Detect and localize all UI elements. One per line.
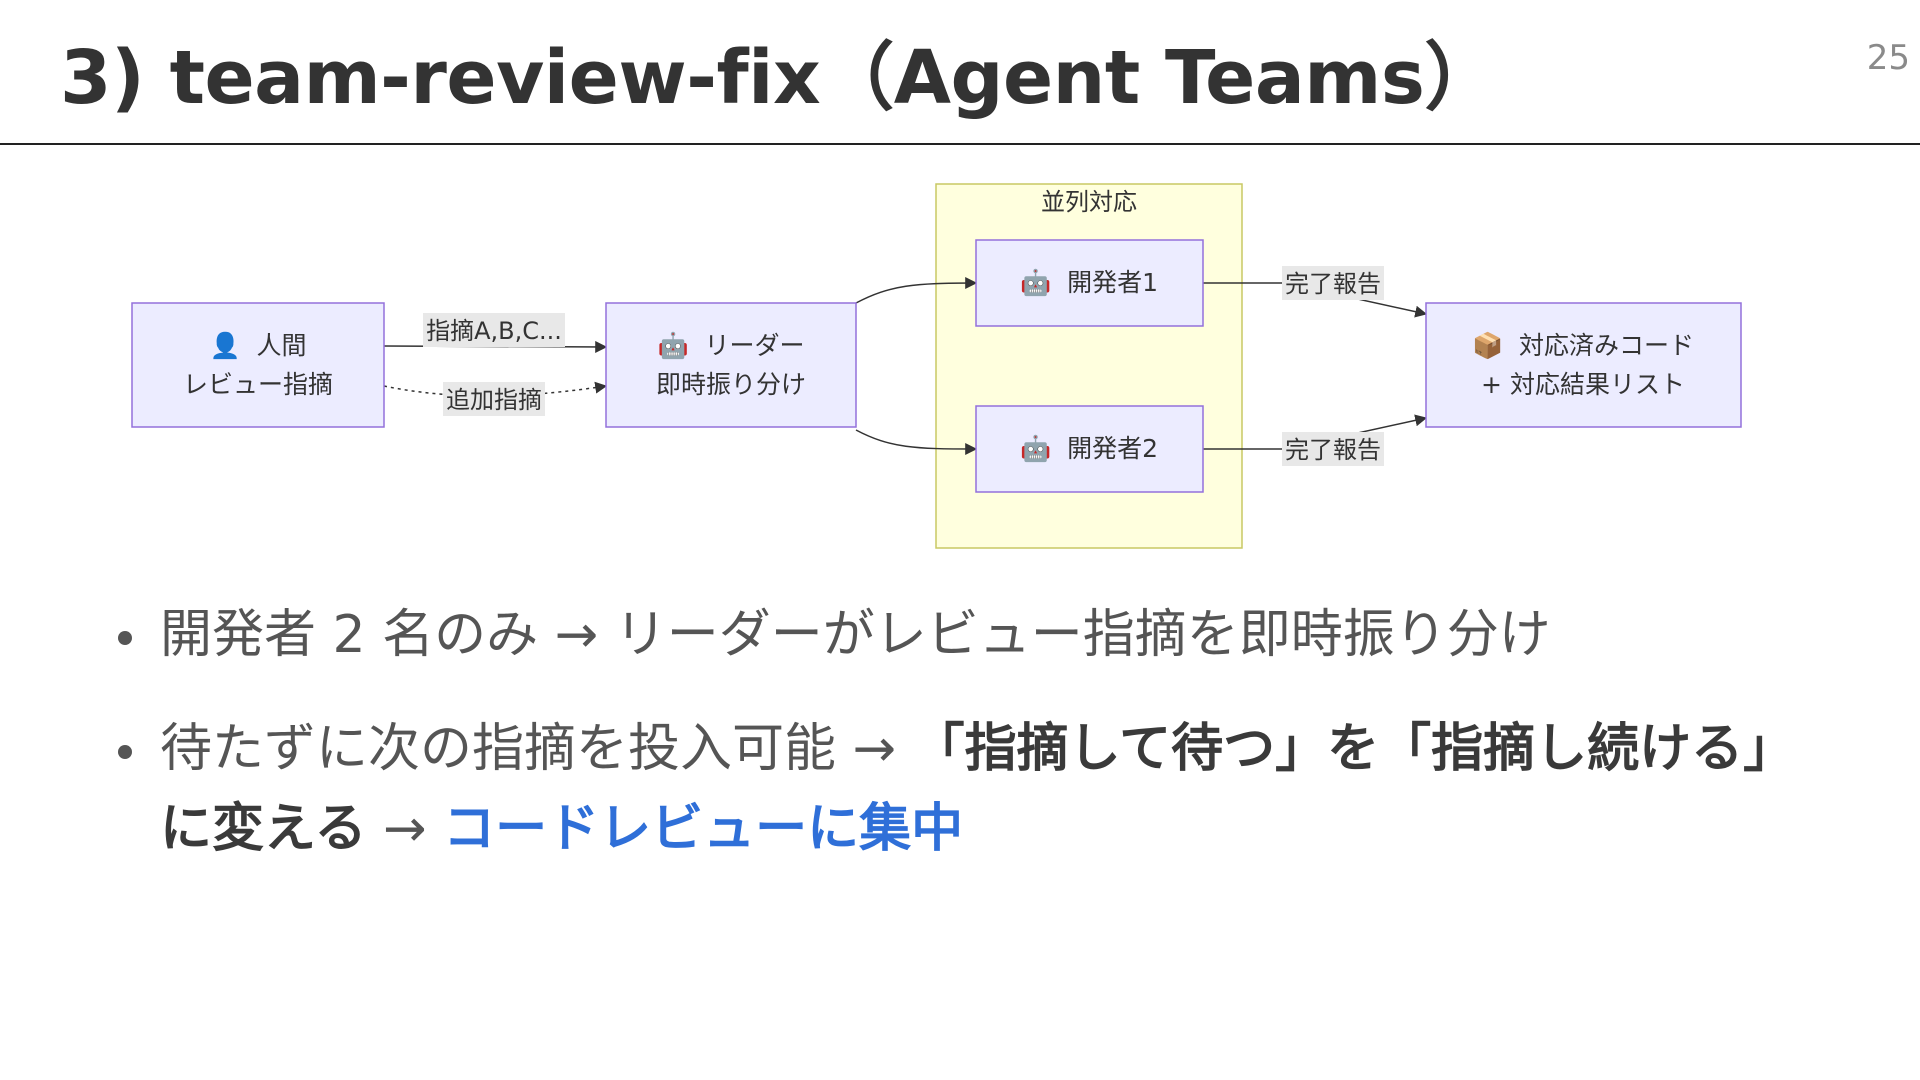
robot-icon: 🤖 — [1020, 268, 1051, 297]
svg-text:即時振り分け: 即時振り分け — [656, 370, 806, 399]
robot-icon: 🤖 — [657, 331, 688, 360]
title-divider — [0, 143, 1920, 145]
svg-text:👤 人間: 👤 人間 — [209, 331, 306, 360]
robot-icon: 🤖 — [1020, 434, 1051, 463]
edges — [383, 277, 1428, 455]
svg-text:🤖 開発者1: 🤖 開発者1 — [1020, 268, 1158, 297]
edge-label-additional-review: 追加指摘 — [443, 382, 545, 416]
bullet-item: 開発者 2 名のみ → リーダーがレビュー指摘を即時振り分け — [110, 595, 1830, 675]
svg-text:完了報告: 完了報告 — [1285, 436, 1381, 464]
bullet-list: 開発者 2 名のみ → リーダーがレビュー指摘を即時振り分け 待たずに次の指摘を… — [110, 595, 1830, 903]
node-leader: 🤖 リーダー 即時振り分け — [605, 302, 857, 428]
slide-title: 3) team-review-fix（Agent Teams） — [60, 35, 1498, 121]
edge-leader-to-dev1 — [855, 277, 978, 304]
emphasis-text: 「指摘して待つ」を「指摘し続ける」に変える — [160, 719, 1796, 859]
svg-text:📦 対応済みコード: 📦 対応済みコード — [1472, 331, 1694, 360]
parallel-group: 並列対応 — [935, 183, 1243, 549]
edge-label-dev2-done: 完了報告 — [1282, 432, 1384, 466]
svg-text:🤖 開発者2: 🤖 開発者2 — [1020, 434, 1158, 463]
node-developer-1: 🤖 開発者1 — [975, 239, 1204, 327]
svg-text:追加指摘: 追加指摘 — [446, 386, 542, 414]
page-number: 25 — [1866, 38, 1910, 78]
svg-text:+ 対応結果リスト: + 対応結果リスト — [1481, 370, 1685, 399]
svg-text:指摘A,B,C...: 指摘A,B,C... — [426, 317, 562, 345]
edge-leader-to-dev2 — [855, 429, 978, 455]
node-result: 📦 対応済みコード + 対応結果リスト — [1425, 302, 1742, 428]
edge-label-review-items: 指摘A,B,C... — [423, 313, 565, 347]
package-icon: 📦 — [1472, 331, 1503, 360]
parallel-group-label: 並列対応 — [1041, 188, 1137, 216]
svg-text:🤖 リーダー: 🤖 リーダー — [657, 331, 804, 360]
accent-text: コードレビューに集中 — [443, 799, 964, 859]
flow-diagram: 並列対応 指摘A,B,C... 追加指摘 完了報告 完了報告 👤 人間 レビュー… — [131, 183, 1742, 549]
person-icon: 👤 — [209, 331, 240, 360]
edge-additional-review — [383, 381, 608, 397]
parallel-group-box — [935, 183, 1243, 549]
bullet-item: 待たずに次の指摘を投入可能 → 「指摘して待つ」を「指摘し続ける」に変える → … — [110, 709, 1830, 869]
node-human: 👤 人間 レビュー指摘 — [131, 302, 385, 428]
node-developer-2: 🤖 開発者2 — [975, 405, 1204, 493]
svg-text:完了報告: 完了報告 — [1285, 270, 1381, 298]
edge-label-dev1-done: 完了報告 — [1282, 266, 1384, 300]
svg-text:レビュー指摘: レビュー指摘 — [183, 370, 333, 399]
